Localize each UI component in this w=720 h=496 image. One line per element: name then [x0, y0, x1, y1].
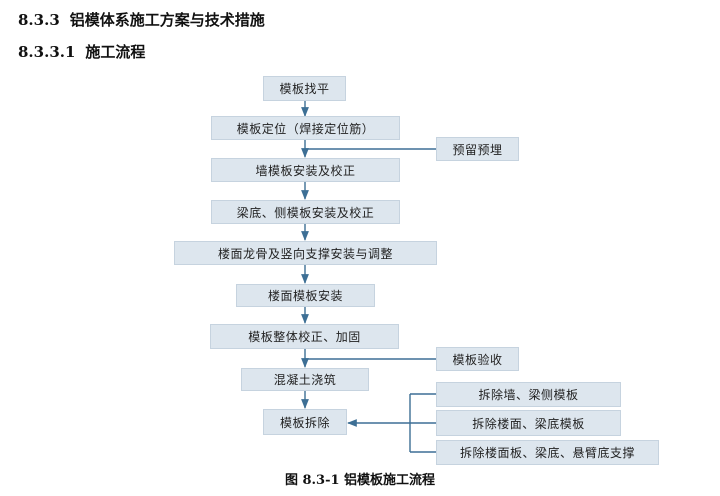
flow-step-concrete-pouring: 混凝土浇筑 — [241, 368, 369, 391]
flow-step-beam-formwork: 梁底、侧模板安装及校正 — [211, 200, 400, 224]
section-heading: 8.3.3 铝模体系施工方案与技术措施 — [18, 9, 265, 30]
flow-step-floor-formwork: 楼面模板安装 — [236, 284, 375, 307]
flow-step-overall-correction: 模板整体校正、加固 — [210, 324, 399, 349]
flow-step-keel-support: 楼面龙骨及竖向支撑安装与调整 — [174, 241, 437, 265]
flow-step-leveling: 模板找平 — [263, 76, 346, 101]
dismantle-wall-beam-side: 拆除墙、梁侧模板 — [436, 382, 621, 407]
flow-step-wall-formwork: 墙模板安装及校正 — [211, 158, 400, 182]
dismantle-supports: 拆除楼面板、梁底、悬臂底支撑 — [436, 440, 659, 465]
section-title: 铝模体系施工方案与技术措施 — [69, 11, 265, 29]
section-number: 8.3.3 — [18, 11, 60, 29]
side-box-inspection: 模板验收 — [436, 347, 519, 371]
subsection-heading: 8.3.3.1 施工流程 — [18, 41, 145, 62]
subsection-number: 8.3.3.1 — [18, 43, 76, 61]
subsection-title: 施工流程 — [85, 43, 146, 61]
flow-step-positioning: 模板定位（焊接定位筋） — [211, 116, 400, 140]
flow-step-dismantle: 模板拆除 — [263, 409, 347, 435]
side-box-embed: 预留预埋 — [436, 137, 519, 161]
figure-caption: 图 8.3-1 铝模板施工流程 — [284, 473, 436, 488]
dismantle-floor-beam-bottom: 拆除楼面、梁底模板 — [436, 410, 621, 436]
